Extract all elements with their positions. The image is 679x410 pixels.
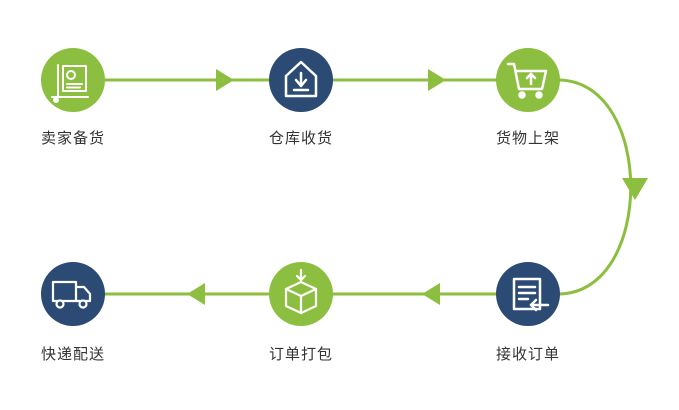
arrow-down-icon xyxy=(622,178,648,200)
package-box-icon xyxy=(284,268,318,315)
flow-connectors xyxy=(104,78,633,296)
arrow-right-icon xyxy=(216,69,234,91)
step-3-label: 货物上架 xyxy=(495,129,560,147)
delivery-truck-icon xyxy=(51,280,92,309)
step-1-node xyxy=(41,48,105,112)
step-2-label: 仓库收货 xyxy=(268,129,333,147)
step-4-label: 接收订单 xyxy=(495,345,560,363)
step-3-node xyxy=(496,48,560,112)
cart-dolly-icon xyxy=(51,64,89,103)
order-document-icon xyxy=(512,277,550,312)
step-6-label: 快递配送 xyxy=(40,345,105,363)
step-2-node xyxy=(269,48,333,112)
step-1-label: 卖家备货 xyxy=(40,129,105,147)
arrow-right-icon xyxy=(428,69,446,91)
step-5-node xyxy=(269,262,333,326)
step-4-node xyxy=(496,262,560,326)
arrow-left-icon xyxy=(187,283,205,305)
flow-arrows xyxy=(187,69,648,305)
connector-3-4-curve xyxy=(557,78,633,296)
arrow-left-icon xyxy=(422,283,440,305)
warehouse-icon xyxy=(284,60,318,98)
step-6-node xyxy=(41,262,105,326)
shopping-cart-icon xyxy=(506,62,548,99)
step-5-label: 订单打包 xyxy=(268,345,333,363)
